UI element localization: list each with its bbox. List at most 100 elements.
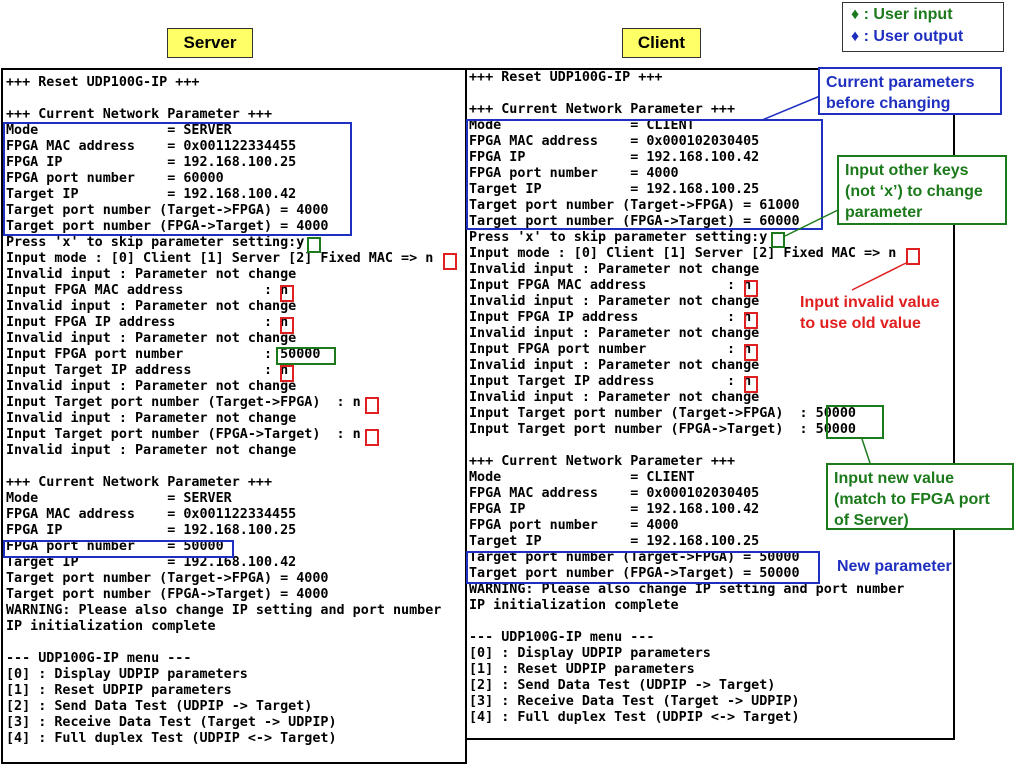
console-line: FPGA port number = 4000 bbox=[469, 166, 679, 181]
other-keys-connector bbox=[784, 209, 839, 237]
console-line: FPGA MAC address = 0x001122334455 bbox=[6, 507, 297, 522]
console-line: --- UDP100G-IP menu --- bbox=[6, 651, 192, 666]
console-line: FPGA IP = 192.168.100.25 bbox=[6, 155, 297, 170]
server-mode-input-box bbox=[443, 253, 457, 270]
console-line: WARNING: Please also change IP setting a… bbox=[6, 603, 442, 618]
console-line: Input FPGA IP address : n bbox=[6, 315, 289, 330]
console-line: FPGA IP = 192.168.100.42 bbox=[469, 150, 760, 165]
console-line: Target IP = 192.168.100.25 bbox=[469, 182, 760, 197]
console-line: Input Target port number (FPGA->Target) … bbox=[469, 422, 856, 437]
client-console-text: +++ Reset UDP100G-IP +++ +++ Current Net… bbox=[469, 70, 904, 726]
console-line: Mode = CLIENT bbox=[469, 470, 695, 485]
console-line: IP initialization complete bbox=[469, 598, 679, 613]
console-line: Invalid input : Parameter not change bbox=[6, 379, 297, 394]
console-line: +++ Current Network Parameter +++ bbox=[469, 102, 736, 117]
invalid-value-note: Input invalid value to use old value bbox=[800, 294, 940, 332]
client-skip-input-box bbox=[771, 232, 785, 248]
console-line: Input Target port number (FPGA->Target) … bbox=[6, 427, 361, 442]
console-line: Invalid input : Parameter not change bbox=[469, 358, 760, 373]
console-line: [3] : Receive Data Test (Target -> UDPIP… bbox=[469, 694, 800, 709]
console-line: Target IP = 192.168.100.25 bbox=[469, 534, 760, 549]
console-line: Invalid input : Parameter not change bbox=[469, 326, 760, 341]
console-line: Press 'x' to skip parameter setting:y bbox=[6, 235, 305, 250]
console-line: Input mode : [0] Client [1] Server [2] F… bbox=[6, 251, 434, 266]
console-line: --- UDP100G-IP menu --- bbox=[469, 630, 655, 645]
console-line: +++ Reset UDP100G-IP +++ bbox=[469, 70, 663, 85]
server-current-params-box bbox=[3, 122, 352, 236]
console-line: Invalid input : Parameter not change bbox=[6, 411, 297, 426]
server-skip-input-box bbox=[307, 237, 321, 253]
console-line: FPGA IP = 192.168.100.42 bbox=[469, 502, 760, 517]
console-line: Invalid input : Parameter not change bbox=[6, 331, 297, 346]
console-line: Input FPGA port number : 50000 bbox=[6, 347, 321, 362]
new-value-note: Input new value (match to FPGA port of S… bbox=[826, 463, 1014, 530]
console-line: [2] : Send Data Test (UDPIP -> Target) bbox=[6, 699, 313, 714]
console-line: Invalid input : Parameter not change bbox=[469, 294, 760, 309]
server-console bbox=[1, 68, 467, 764]
server-target-port2-input-box bbox=[365, 429, 379, 446]
legend-user-output: : User output bbox=[863, 28, 964, 45]
client-current-params-box bbox=[466, 119, 823, 230]
current-params-note: Current parameters before changing bbox=[818, 67, 1002, 115]
console-line: Input Target IP address : n bbox=[6, 363, 289, 378]
invalid-value-connector bbox=[851, 262, 907, 291]
new-value-connector bbox=[861, 438, 871, 464]
console-line: FPGA MAC address = 0x000102030405 bbox=[469, 134, 760, 149]
client-mac-input-box bbox=[744, 280, 758, 297]
console-line: Target port number (FPGA->Target) = 4000 bbox=[6, 587, 329, 602]
console-line: Target port number (Target->FPGA) = 6100… bbox=[469, 198, 800, 213]
console-line: WARNING: Please also change IP setting a… bbox=[469, 582, 905, 597]
server-target-ip-input-box bbox=[280, 365, 294, 382]
server-target-port1-input-box bbox=[365, 397, 379, 414]
console-line: Input Target port number (Target->FPGA) … bbox=[6, 395, 361, 410]
console-line: +++ Current Network Parameter +++ bbox=[6, 107, 273, 122]
console-line: FPGA port number = 50000 bbox=[6, 539, 224, 554]
console-line: [3] : Receive Data Test (Target -> UDPIP… bbox=[6, 715, 337, 730]
console-line: Mode = CLIENT bbox=[469, 118, 695, 133]
console-line: Target port number (Target->FPGA) = 4000 bbox=[6, 203, 329, 218]
console-line: +++ Current Network Parameter +++ bbox=[469, 454, 736, 469]
user-output-diamond-icon: ♦ bbox=[851, 28, 860, 45]
console-line: +++ Reset UDP100G-IP +++ bbox=[6, 75, 200, 90]
console-line: FPGA IP = 192.168.100.25 bbox=[6, 523, 297, 538]
server-new-port-box bbox=[3, 540, 234, 558]
console-line: [0] : Display UDPIP parameters bbox=[6, 667, 248, 682]
console-line: [2] : Send Data Test (UDPIP -> Target) bbox=[469, 678, 776, 693]
console-line: +++ Current Network Parameter +++ bbox=[6, 475, 273, 490]
console-line: IP initialization complete bbox=[6, 619, 216, 634]
console-line: Invalid input : Parameter not change bbox=[6, 299, 297, 314]
console-line: [1] : Reset UDPIP parameters bbox=[469, 662, 695, 677]
server-mac-input-box bbox=[280, 285, 294, 302]
client-new-params-box bbox=[466, 551, 820, 584]
console-line: Mode = SERVER bbox=[6, 491, 232, 506]
legend: ♦ : User input ♦ : User output bbox=[842, 2, 1004, 52]
console-line: Target IP = 192.168.100.42 bbox=[6, 187, 297, 202]
client-title: Client bbox=[622, 28, 701, 58]
console-line: Invalid input : Parameter not change bbox=[469, 262, 760, 277]
console-line: Input FPGA IP address : n bbox=[469, 310, 752, 325]
console-line: [1] : Reset UDPIP parameters bbox=[6, 683, 232, 698]
client-ip-input-box bbox=[744, 312, 758, 329]
new-param-note: New parameter bbox=[837, 558, 952, 575]
console-line: [0] : Display UDPIP parameters bbox=[469, 646, 711, 661]
console-line: Target port number (Target->FPGA) = 4000 bbox=[6, 571, 329, 586]
console-line: FPGA MAC address = 0x000102030405 bbox=[469, 486, 760, 501]
console-line: Input FPGA port number : n bbox=[469, 342, 752, 357]
console-line: [4] : Full duplex Test (UDPIP <-> Target… bbox=[469, 710, 800, 725]
server-console-text: +++ Reset UDP100G-IP +++ +++ Current Net… bbox=[6, 75, 441, 747]
console-line: Input mode : [0] Client [1] Server [2] F… bbox=[469, 246, 897, 261]
console-line: Target port number (FPGA->Target) = 4000 bbox=[6, 219, 329, 234]
console-line: Target port number (FPGA->Target) = 6000… bbox=[469, 214, 800, 229]
console-line: Invalid input : Parameter not change bbox=[6, 267, 297, 282]
console-line: FPGA port number = 60000 bbox=[6, 171, 224, 186]
console-line: Input Target port number (Target->FPGA) … bbox=[469, 406, 856, 421]
console-line: FPGA port number = 4000 bbox=[469, 518, 679, 533]
legend-user-input: : User input bbox=[863, 6, 953, 23]
console-line: FPGA MAC address = 0x001122334455 bbox=[6, 139, 297, 154]
console-line: Input FPGA MAC address : n bbox=[469, 278, 752, 293]
server-port-input-box bbox=[276, 347, 336, 365]
console-line: Target IP = 192.168.100.42 bbox=[6, 555, 297, 570]
console-line: [4] : Full duplex Test (UDPIP <-> Target… bbox=[6, 731, 337, 746]
console-line: Invalid input : Parameter not change bbox=[6, 443, 297, 458]
